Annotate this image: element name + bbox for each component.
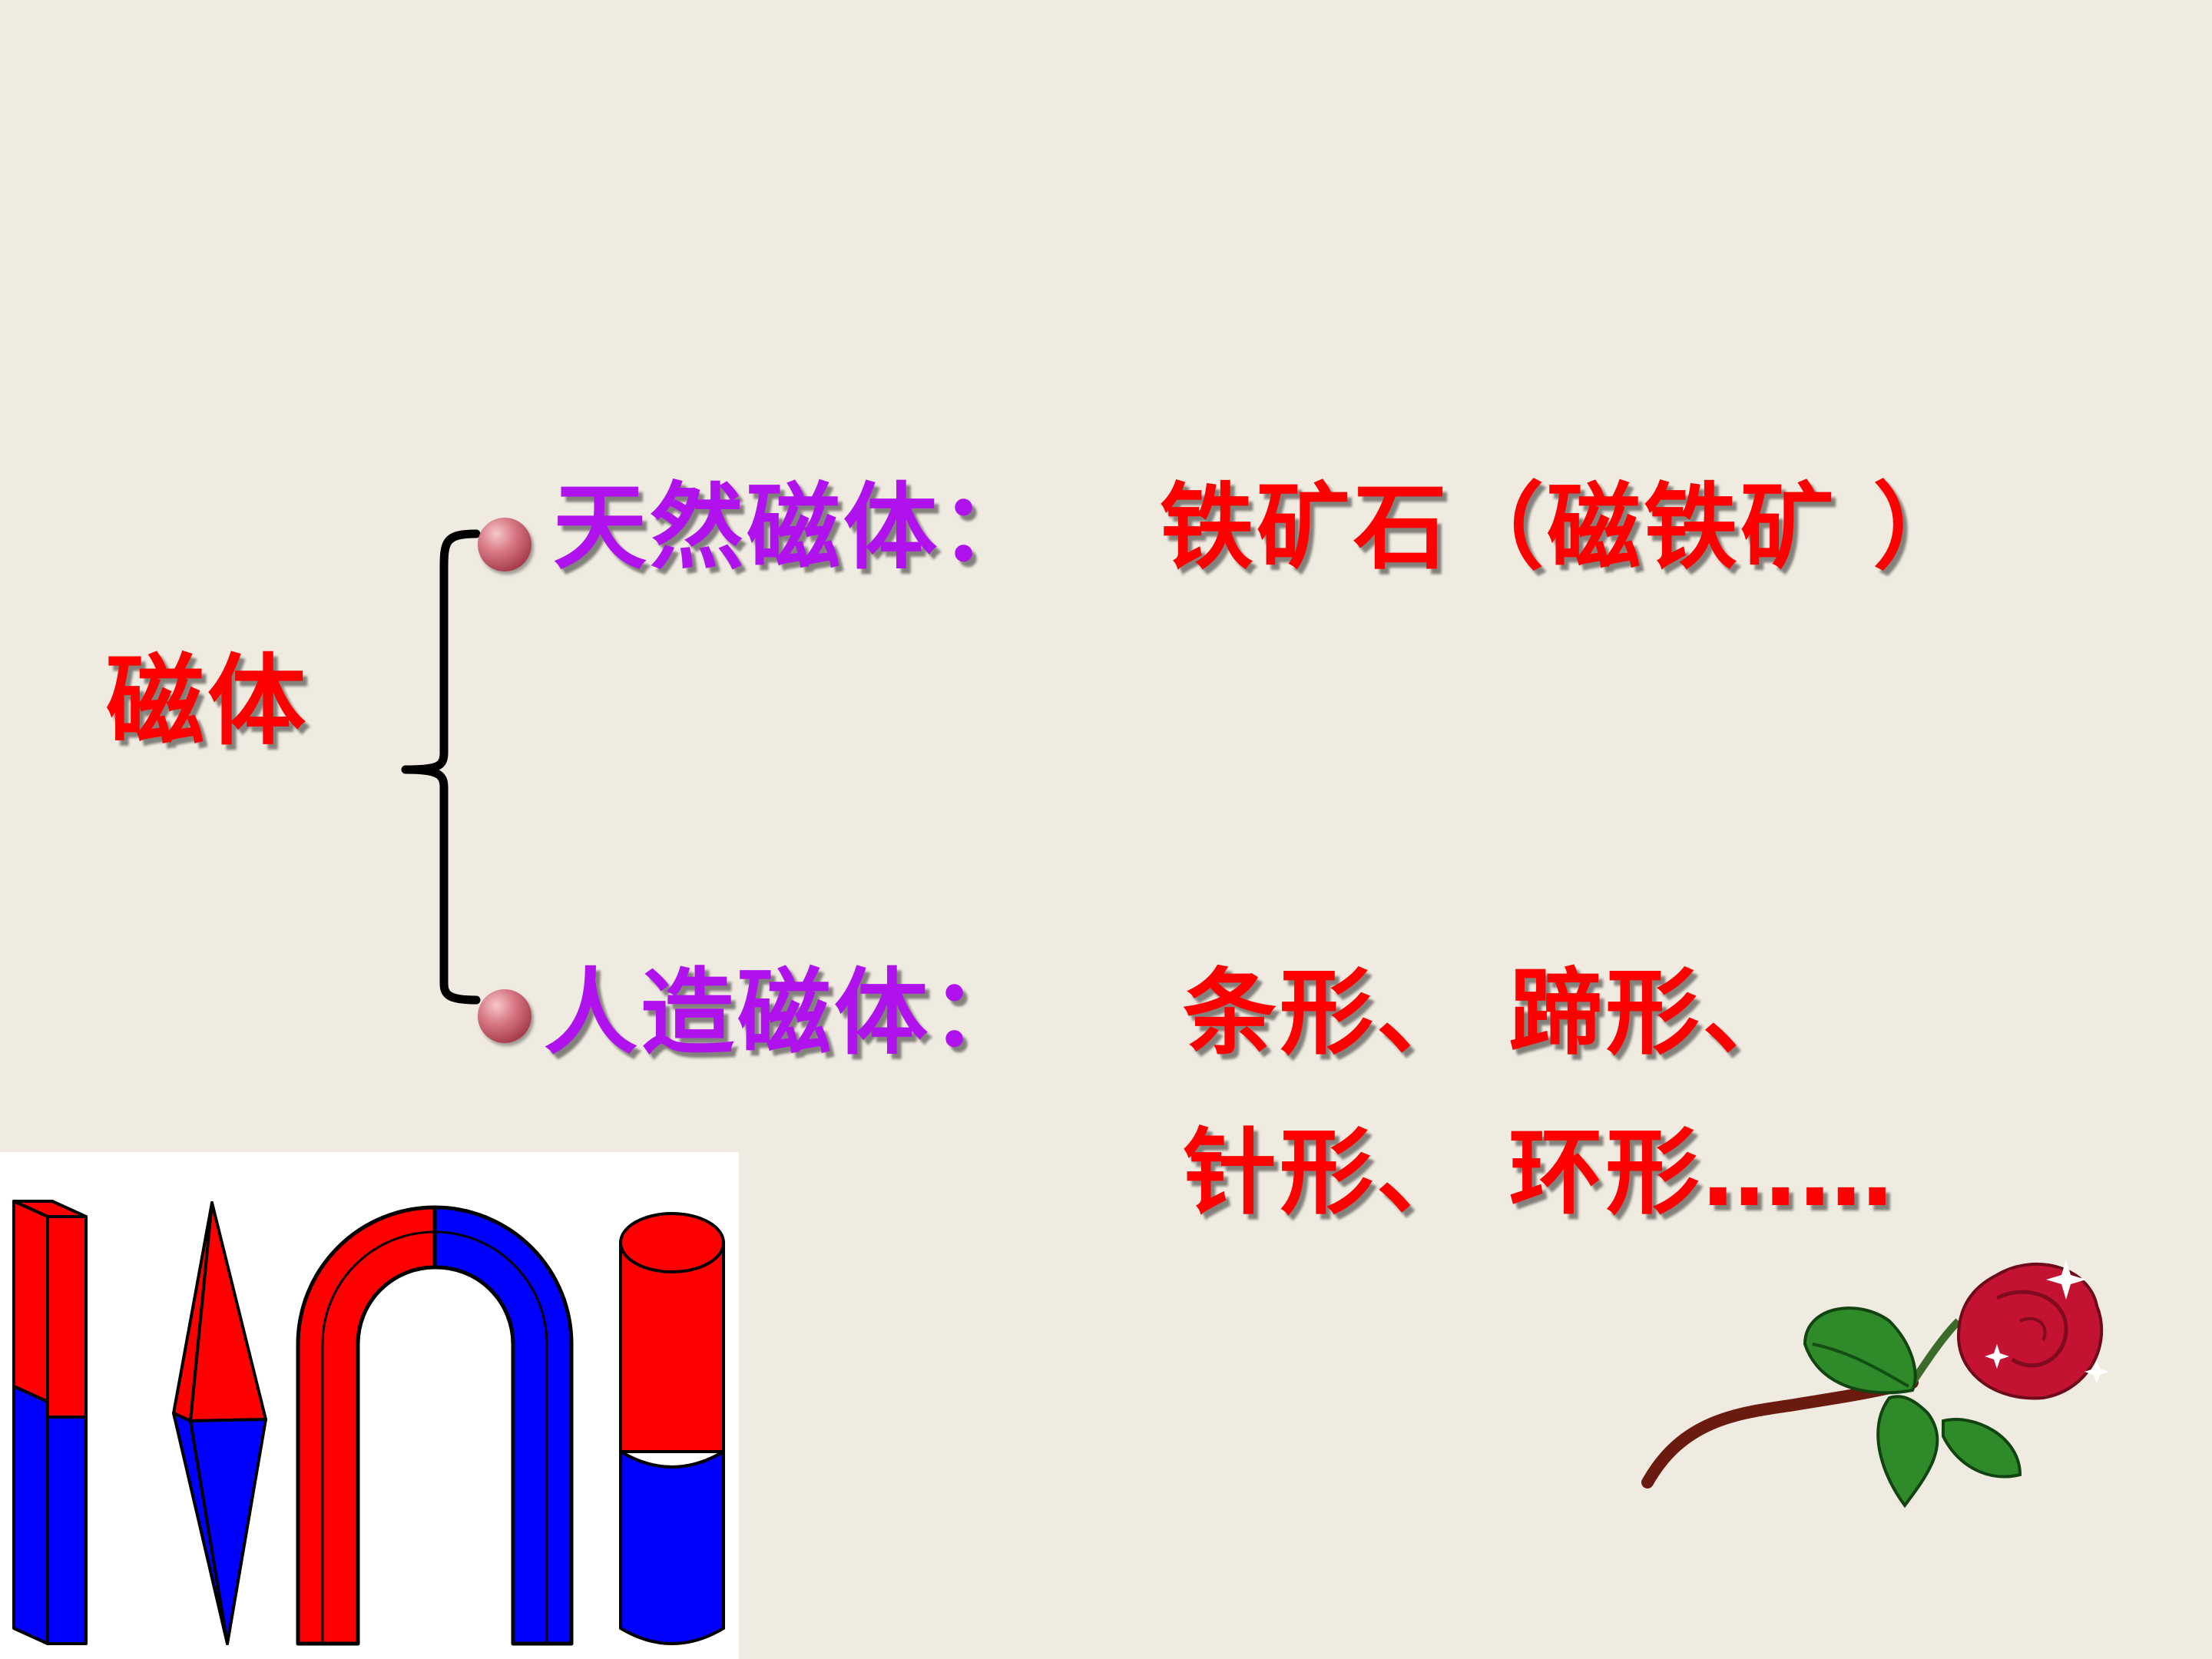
bullet-natural (478, 518, 531, 571)
root-label: 磁体 (106, 644, 310, 759)
needle-magnet-icon (172, 1201, 267, 1645)
artificial-magnet-value-line2: 针形、 环形…… (1183, 1118, 1896, 1227)
horseshoe-magnet-icon (296, 1205, 574, 1646)
magnets-illustration (0, 1152, 739, 1659)
rose-icon (1641, 1260, 2109, 1508)
artificial-magnet-value-line1: 条形、 蹄形、 (1183, 959, 1800, 1068)
natural-magnet-value: 铁矿石（磁铁矿 ） (1160, 473, 1970, 582)
cylinder-magnet-icon (619, 1212, 725, 1645)
brace-icon (401, 529, 481, 1005)
bar-magnet-icon (12, 1200, 88, 1645)
artificial-magnet-label: 人造磁体： (544, 959, 1028, 1068)
bullet-artificial (478, 989, 531, 1043)
natural-magnet-label: 天然磁体： (553, 473, 1037, 582)
sparkle-icon (1985, 1260, 2109, 1384)
